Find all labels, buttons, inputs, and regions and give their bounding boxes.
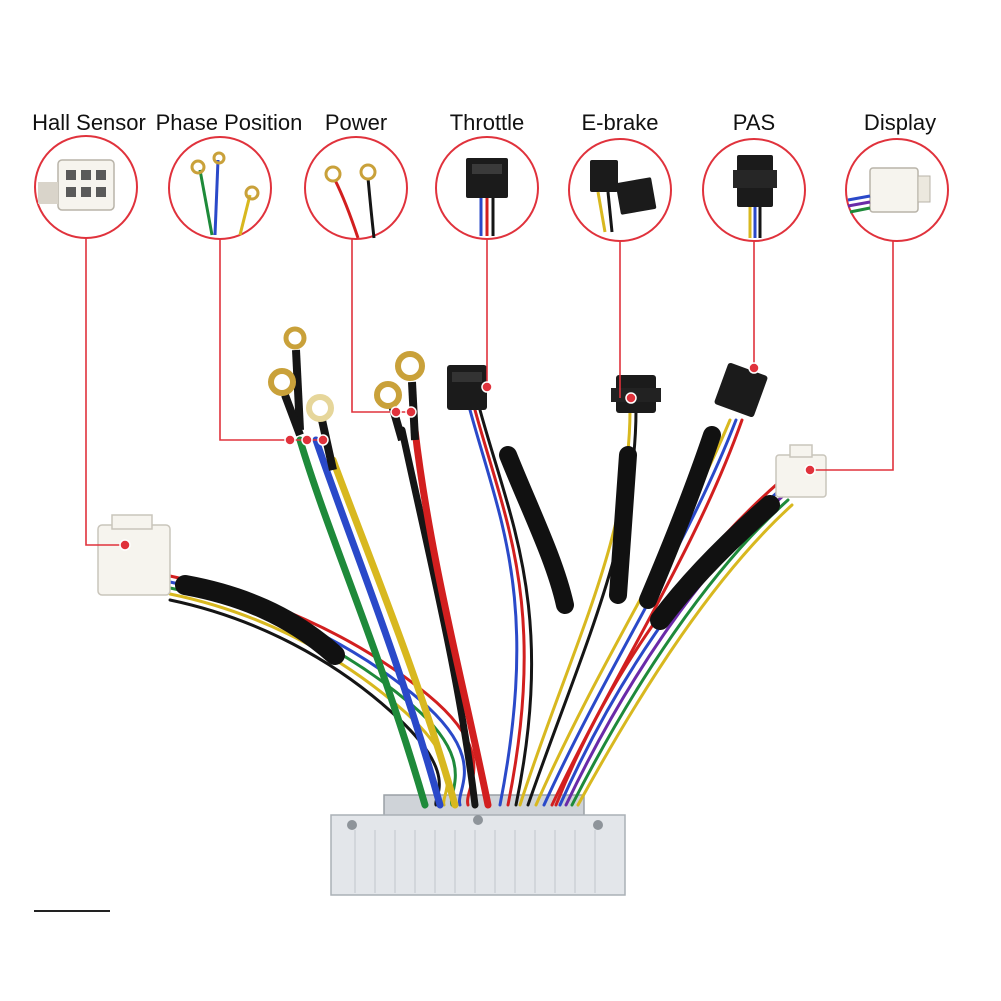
label-phase-position: Phase Position: [155, 110, 303, 135]
callout-phase-position: [168, 136, 272, 240]
label-e-brake: E-brake: [581, 110, 659, 135]
black-3pin-connector-icon: [733, 155, 777, 238]
phase-terminal-1: [283, 326, 307, 431]
label-power: Power: [324, 110, 388, 135]
label-hall-sensor: Hall Sensor: [32, 110, 146, 135]
ebrake-connector: [611, 375, 661, 413]
black-2pin-connector-icon: [590, 160, 657, 233]
ring-terminals-icon: [190, 151, 260, 236]
ring-terminals-icon: [324, 163, 377, 239]
heatshrink-sleeves: [175, 426, 780, 665]
display-connector: [775, 444, 827, 498]
controller-housing: [330, 794, 626, 896]
black-3pin-connector-icon: [466, 158, 508, 236]
callout-hall-sensor: [34, 135, 138, 239]
white-5pin-connector-icon: [847, 167, 931, 214]
ring-terminals: [268, 326, 425, 471]
phase-terminal-2: [268, 368, 304, 437]
throttle-connector: [447, 365, 487, 410]
callout-throttle: [435, 136, 539, 240]
underline-mark: [34, 910, 110, 912]
callout-points: [119, 362, 816, 551]
callout-e-brake: [568, 138, 672, 242]
callout-power: [304, 136, 408, 240]
label-display: Display: [863, 110, 937, 135]
callout-pas: [702, 138, 806, 242]
hall-connector: [97, 514, 171, 596]
label-pas: PAS: [732, 110, 776, 135]
callout-display: [845, 138, 949, 242]
phase-terminal-3: [306, 394, 337, 471]
label-throttle: Throttle: [449, 110, 525, 135]
white-6pin-connector-icon: [38, 159, 115, 211]
pas-connector: [714, 362, 768, 418]
